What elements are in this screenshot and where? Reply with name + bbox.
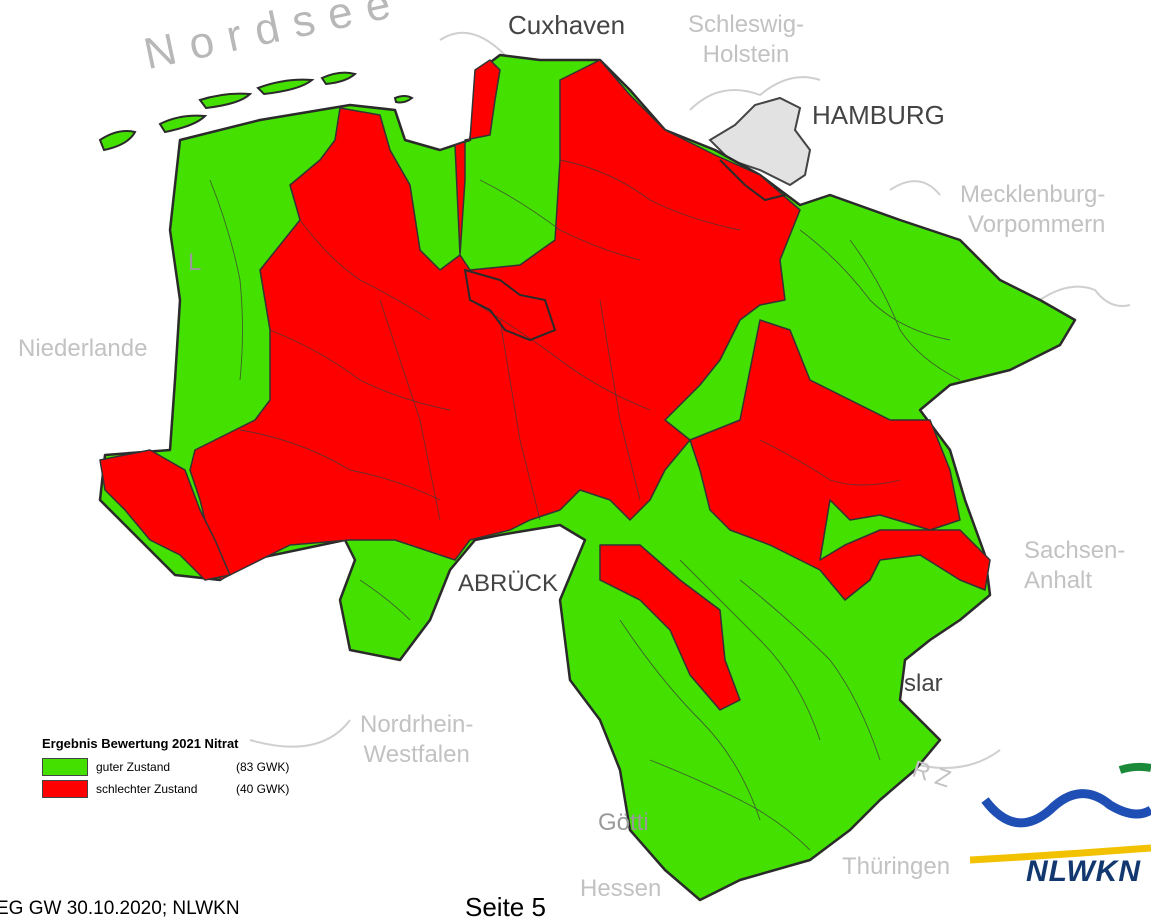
label-l-partial: L <box>188 249 202 276</box>
label-osnabrueck-partial: ABRÜCK <box>458 570 559 597</box>
label-cuxhaven: Cuxhaven <box>508 10 626 40</box>
label-nordrhein-westfalen: Nordrhein- Westfalen <box>360 711 474 768</box>
label-hamburg: HAMBURG <box>812 100 945 130</box>
label-goettingen-partial: Götti <box>598 809 649 836</box>
lower-saxony-bad <box>99 59 991 711</box>
label-schleswig-holstein: Schleswig- Holstein <box>688 11 805 68</box>
label-mecklenburg-vorpommern: Mecklenburg- Vorpommern <box>960 181 1106 238</box>
legend-title: Ergebnis Bewertung 2021 Nitrat <box>42 736 239 751</box>
admin-borders <box>463 159 786 342</box>
legend-item-good-label: guter Zustand <box>96 760 171 774</box>
hamburg-area <box>708 96 812 187</box>
nlwkn-logo-icon <box>970 762 1151 864</box>
legend-item-good: guter Zustand (83 GWK) <box>42 756 342 778</box>
legend: Ergebnis Bewertung 2021 Nitrat guter Zus… <box>42 736 342 800</box>
label-thueringen: Thüringen <box>842 853 951 880</box>
east-frisian-islands <box>98 71 414 152</box>
label-goslar-partial: slar <box>904 670 943 697</box>
label-hessen: Hessen <box>580 875 662 902</box>
legend-item-bad: schlechter Zustand (40 GWK) <box>42 778 342 800</box>
groundwater-body-lines <box>209 159 961 851</box>
label-niederlande: Niederlande <box>18 335 148 362</box>
logo-text: NLWKN <box>1026 855 1141 888</box>
label-sachsen-anhalt: Sachsen- Anhalt <box>1024 537 1126 594</box>
legend-swatch-bad <box>42 780 88 798</box>
legend-item-good-count: (83 GWK) <box>236 760 290 774</box>
legend-swatch-good <box>42 758 88 776</box>
legend-item-bad-label: schlechter Zustand <box>96 782 198 796</box>
footer-page-number: Seite 5 <box>465 892 546 922</box>
footer-source: EG GW 30.10.2020; NLWKN <box>0 898 240 919</box>
legend-item-bad-count: (40 GWK) <box>236 782 290 796</box>
